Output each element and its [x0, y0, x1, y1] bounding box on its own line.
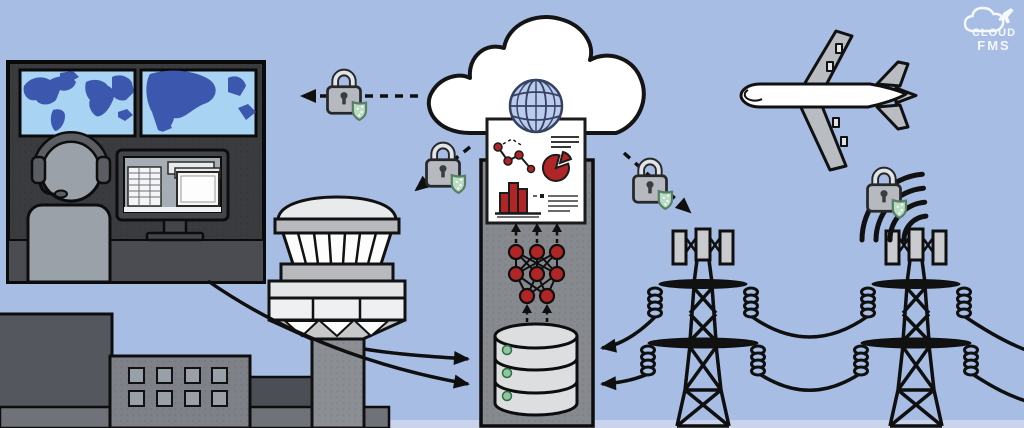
cloud-icon — [426, 15, 646, 135]
app-windows — [167, 161, 221, 207]
logo-line1: CLOUD — [972, 27, 1016, 39]
logo-line2: FMS — [977, 38, 1010, 53]
dashboard-text-lines-top — [551, 136, 579, 148]
insulator-coils — [853, 286, 979, 377]
brand-logo: CLOUD FMS — [963, 6, 1016, 53]
cloud-plane-logo-icon — [963, 6, 1005, 33]
pie-chart-icon — [541, 150, 573, 182]
power-wires — [749, 314, 1024, 403]
globe-icon — [508, 78, 564, 134]
flow-atc-to-database — [363, 347, 470, 365]
tower-dome — [276, 195, 398, 221]
spreadsheet-window — [127, 166, 162, 207]
bar-chart-icon — [495, 182, 541, 218]
insulator-coils — [640, 286, 766, 377]
workstation-monitor — [115, 148, 230, 242]
database-status-dots — [501, 344, 513, 402]
airplane-icon — [739, 29, 918, 172]
atc-tower — [267, 195, 407, 428]
dashboard-text-lines-bottom — [533, 194, 578, 212]
neural-network-icon — [507, 223, 566, 322]
taskbar — [124, 207, 221, 212]
database-icon — [493, 322, 579, 417]
headset-mic-boom — [38, 182, 57, 196]
control-room — [6, 60, 266, 284]
flow-controlroom-to-database — [207, 279, 470, 389]
flow-tower1-upper-to-database — [600, 315, 657, 353]
headset-earcup-right — [95, 155, 112, 185]
analytics-dashboard — [485, 117, 587, 225]
radio-tower-1 — [640, 227, 766, 428]
radio-tower-2 — [853, 227, 979, 428]
building-windows — [128, 367, 228, 407]
headset-earcup-left — [30, 155, 47, 185]
logo-plane-glyph — [998, 8, 1014, 24]
world-map-screen-left — [18, 68, 137, 138]
line-chart-icon — [493, 138, 536, 174]
operator-avatar — [26, 131, 112, 284]
world-map-screen-right — [139, 68, 258, 138]
